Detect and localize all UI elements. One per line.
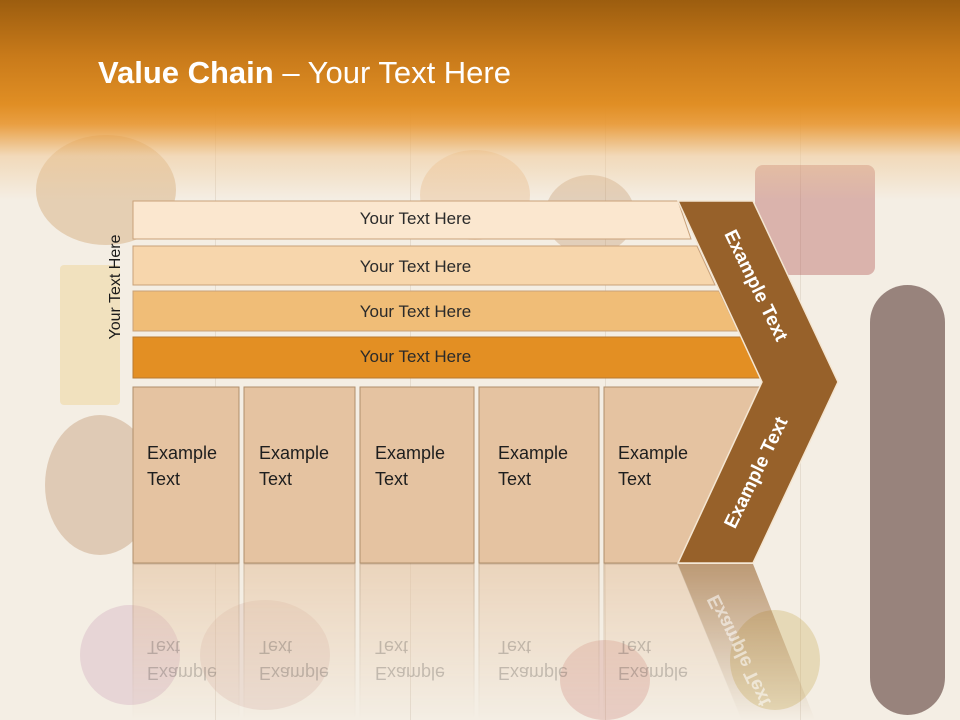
bar-2 [132,245,716,286]
box-3-label: Example Text [375,443,446,489]
box-4 [478,386,600,564]
bar-4-label: Your Text Here [359,347,472,366]
page-title: Value Chain – Your Text Here [98,55,511,91]
bar-1 [132,200,692,240]
box-2-reflection-label: Example Text [259,637,330,683]
box-5-reflection-label: Example Text [618,637,689,683]
box-1-label: Example Text [147,443,218,489]
box-5-label: Example Text [618,443,689,489]
bar-3-label: Your Text Here [359,302,472,321]
header-band [0,0,960,200]
box-3-reflection-label: Example Text [375,637,446,683]
box-4-label: Example Text [498,443,569,489]
box-3 [359,386,475,564]
bar-1-label: Your Text Here [359,209,472,228]
box-1-reflection-label: Example Text [147,637,218,683]
box-2-label: Example Text [259,443,330,489]
title-rest: – Your Text Here [273,55,511,90]
bar-2-label: Your Text Here [359,257,472,276]
box-1 [132,386,240,564]
chevron-arrow [676,200,839,564]
title-bold: Value Chain [98,55,274,90]
reflection [132,563,815,720]
box-4-reflection-label: Example Text [498,637,569,683]
box-2 [243,386,356,564]
